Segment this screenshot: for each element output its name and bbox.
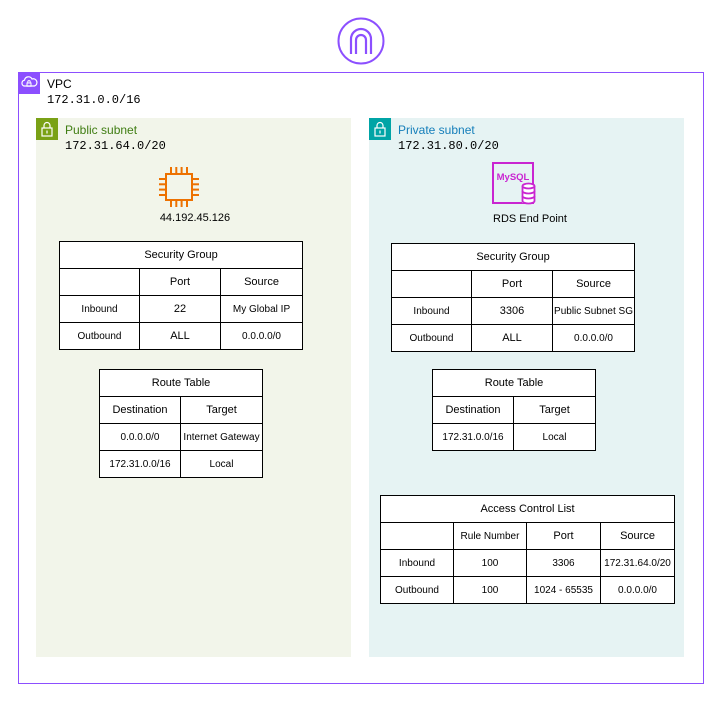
vpc-badge xyxy=(18,72,40,94)
table-cell: 172.31.64.0/20 xyxy=(599,549,676,577)
column-header xyxy=(59,268,140,296)
table-cell: ALL xyxy=(471,324,553,352)
table-cell: 100 xyxy=(453,576,527,604)
access-control-list-table: Access Control List Rule Number Port Sou… xyxy=(379,495,676,604)
lock-icon xyxy=(374,121,386,137)
public-subnet-badge xyxy=(36,118,58,140)
table-cell: Local xyxy=(512,423,597,451)
column-header: Source xyxy=(551,270,636,298)
table-cell: ALL xyxy=(139,322,221,350)
table-cell: Inbound xyxy=(391,297,472,325)
public-subnet-name: Public subnet xyxy=(65,123,138,137)
table-title: Access Control List xyxy=(379,495,676,523)
column-header: Target xyxy=(179,396,264,424)
public-security-group-table: Security Group Port Source Inbound 22 My… xyxy=(58,241,304,350)
mysql-icon-text: MySQL xyxy=(497,172,530,183)
table-title: Security Group xyxy=(58,241,304,269)
table-cell: My Global IP xyxy=(219,295,304,323)
table-cell: Inbound xyxy=(59,295,140,323)
table-cell: 3306 xyxy=(471,297,553,325)
column-header xyxy=(391,270,472,298)
internet-gateway-icon xyxy=(337,17,385,65)
table-title: Route Table xyxy=(98,369,264,397)
column-header: Port xyxy=(139,268,221,296)
table-cell: 22 xyxy=(139,295,221,323)
public-route-table: Route Table Destination Target 0.0.0.0/0… xyxy=(98,369,264,478)
vpc-name: VPC xyxy=(47,77,72,91)
table-cell: Outbound xyxy=(380,576,454,604)
column-header: Destination xyxy=(99,396,181,424)
column-header: Target xyxy=(512,396,597,424)
column-header: Source xyxy=(599,522,676,550)
table-cell: Public Subnet SG xyxy=(551,297,636,325)
table-title: Route Table xyxy=(431,369,597,397)
table-cell: Outbound xyxy=(59,322,140,350)
table-cell: 1024 - 65535 xyxy=(526,576,601,604)
column-header xyxy=(380,522,454,550)
table-cell: 100 xyxy=(453,549,527,577)
private-subnet-name: Private subnet xyxy=(398,123,475,137)
table-cell: 0.0.0.0/0 xyxy=(99,423,181,451)
private-subnet-cidr: 172.31.80.0/20 xyxy=(398,139,499,153)
table-cell: 3306 xyxy=(526,549,601,577)
table-title: Security Group xyxy=(390,243,636,271)
column-header: Rule Number xyxy=(453,522,527,550)
table-cell: 0.0.0.0/0 xyxy=(551,324,636,352)
column-header: Port xyxy=(471,270,553,298)
private-route-table: Route Table Destination Target 172.31.0.… xyxy=(431,369,597,451)
private-security-group-table: Security Group Port Source Inbound 3306 … xyxy=(390,243,636,352)
table-cell: 172.31.0.0/16 xyxy=(432,423,514,451)
column-header: Source xyxy=(219,268,304,296)
vpc-group xyxy=(18,72,704,684)
ec2-instance-icon xyxy=(159,167,199,207)
table-cell: Inbound xyxy=(380,549,454,577)
rds-mysql-icon: MySQL xyxy=(492,162,536,205)
lock-icon xyxy=(41,121,53,137)
table-cell: 0.0.0.0/0 xyxy=(599,576,676,604)
table-cell: Outbound xyxy=(391,324,472,352)
table-cell: Local xyxy=(179,450,264,478)
table-cell: Internet Gateway xyxy=(179,423,264,451)
ec2-ip-label: 44.192.45.126 xyxy=(159,212,231,224)
table-cell: 0.0.0.0/0 xyxy=(219,322,304,350)
public-subnet-cidr: 172.31.64.0/20 xyxy=(65,139,166,153)
column-header: Destination xyxy=(432,396,514,424)
private-subnet-badge xyxy=(369,118,391,140)
table-cell: 172.31.0.0/16 xyxy=(99,450,181,478)
vpc-cidr: 172.31.0.0/16 xyxy=(47,93,141,107)
column-header: Port xyxy=(526,522,601,550)
rds-endpoint-label: RDS End Point xyxy=(493,213,567,225)
vpc-icon xyxy=(21,76,38,87)
